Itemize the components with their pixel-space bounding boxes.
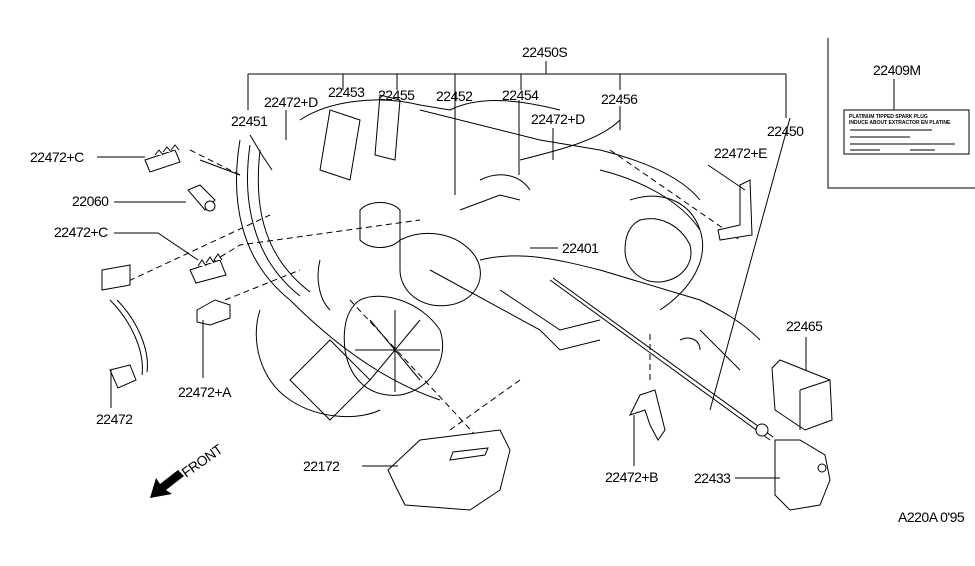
label-22472D-left[interactable]: 22472+D [264,94,319,110]
front-arrow-icon [150,470,184,498]
label-22450[interactable]: 22450 [767,123,805,139]
harness-clamp-c-top [144,144,181,173]
spark-plug-info-label [843,109,970,155]
inset-label-line1: PLATINUM TIPPED SPARK PLUG [849,114,928,120]
label-22455[interactable]: 22455 [378,87,416,103]
callout-labels: 22450S 22453 22455 22452 22454 22456 224… [30,44,921,486]
label-22472[interactable]: 22472 [96,411,134,427]
drawing-code: A220A 0'95 [898,509,965,525]
label-22472E[interactable]: 22472+E [714,145,768,161]
label-22472A[interactable]: 22472+A [178,384,233,400]
ignition-coil-22433 [755,423,831,511]
harness-clamp-e [717,179,753,241]
label-22465[interactable]: 22465 [786,318,824,334]
label-22452[interactable]: 22452 [436,88,474,104]
front-text: FRONT [179,441,226,481]
label-22454[interactable]: 22454 [502,87,540,103]
front-indicator: FRONT [150,441,226,498]
ignition-coil-cover-22465 [771,359,833,431]
label-22453[interactable]: 22453 [328,84,366,100]
harness-clamp-c-bottom [189,253,227,284]
harness-set-bracket [247,61,787,195]
control-unit-22172 [387,429,511,511]
label-22401[interactable]: 22401 [562,240,600,256]
engine-illustration [199,94,791,441]
label-22456[interactable]: 22456 [601,91,639,107]
label-22450S[interactable]: 22450S [522,44,568,60]
label-22472D-right[interactable]: 22472+D [531,111,586,127]
label-22472C-bottom[interactable]: 22472+C [54,224,109,240]
label-22409M[interactable]: 22409M [873,62,921,78]
inset-label-line2: INDUCE ABOUT EXTRACTOR EN PLATINE [849,120,951,126]
harness-clamp-a [196,299,231,326]
label-leaders [97,110,807,479]
label-22172[interactable]: 22172 [303,458,341,474]
harness-clamp-b [629,389,666,441]
harness-clamp-22472 [101,264,148,389]
label-22433[interactable]: 22433 [694,470,732,486]
label-22060[interactable]: 22060 [72,193,110,209]
sensor-22060 [187,184,216,212]
label-22472B[interactable]: 22472+B [605,469,659,485]
label-22451[interactable]: 22451 [231,113,269,129]
dashed-leaders [119,149,741,441]
inset-box: PLATINUM TIPPED SPARK PLUG INDUCE ABOUT … [827,38,975,189]
label-22472C-top[interactable]: 22472+C [30,149,85,165]
